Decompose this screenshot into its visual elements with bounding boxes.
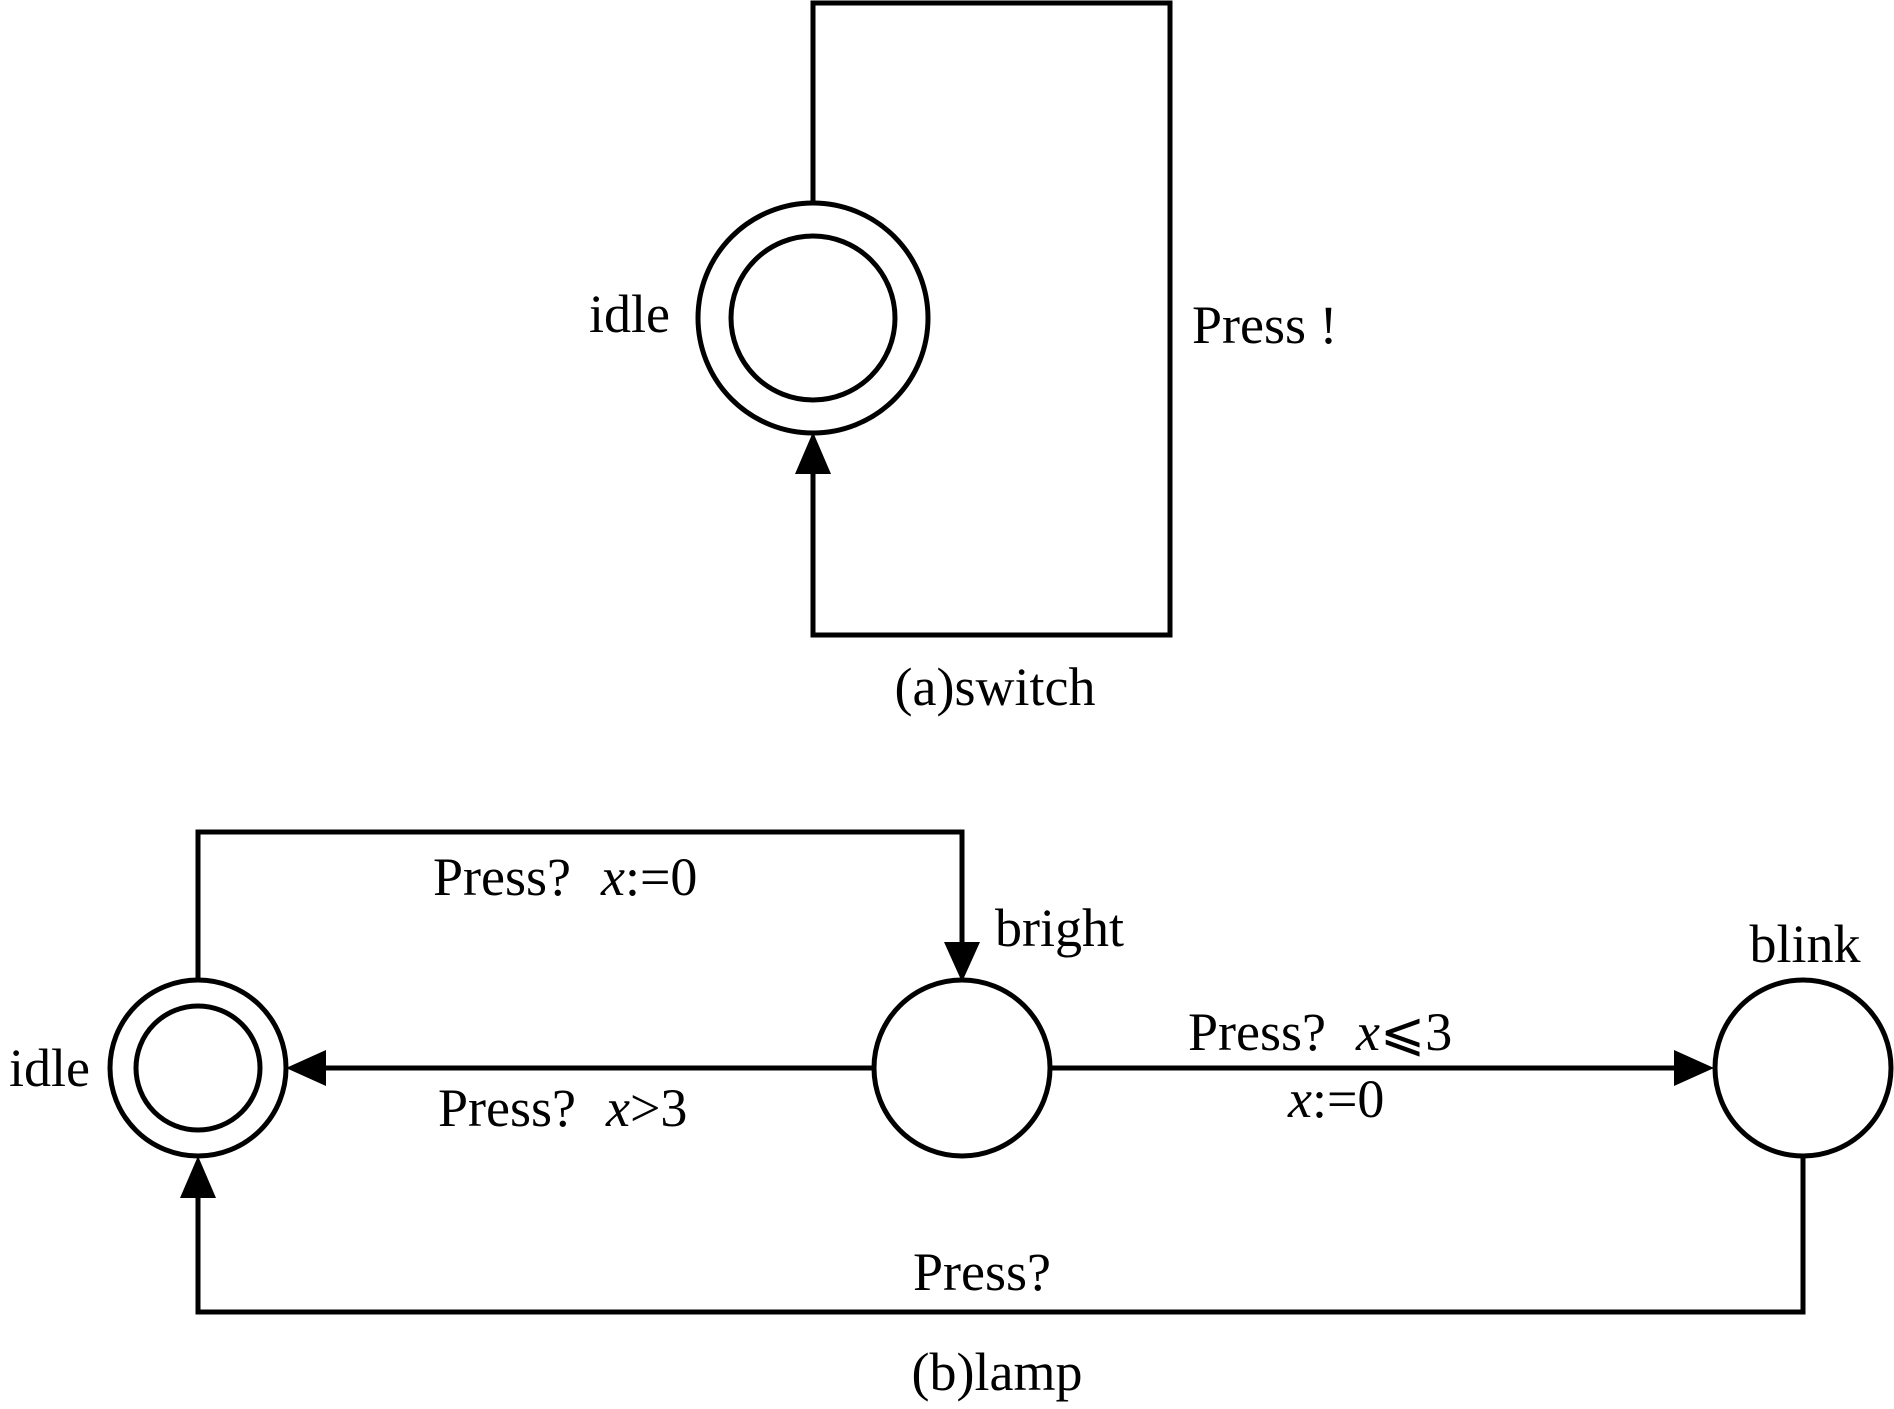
edge-bright-to-blink-update-var: x bbox=[1287, 1069, 1312, 1129]
switch-self-loop-arrowhead bbox=[795, 432, 831, 474]
edge-bright-to-idle-sync: Press? bbox=[438, 1078, 576, 1138]
edge-idle-to-bright-arrowhead bbox=[944, 942, 980, 982]
edge-bright-to-blink-update-rest: :=0 bbox=[1312, 1069, 1384, 1129]
edge-bright-to-idle-arrowhead bbox=[286, 1050, 326, 1086]
switch-caption: (a)switch bbox=[895, 657, 1096, 717]
edge-bright-to-idle-label: Press? x>3 bbox=[438, 1078, 687, 1138]
edge-blink-to-idle-arrowhead bbox=[180, 1156, 216, 1198]
edge-bright-to-idle-guard-rest: >3 bbox=[630, 1078, 687, 1138]
edge-idle-to-bright-update-rest: :=0 bbox=[625, 847, 697, 907]
lamp-idle-state-inner-ring bbox=[133, 1003, 263, 1133]
lamp-blink-state bbox=[1712, 977, 1894, 1159]
lamp-blink-state-label: blink bbox=[1749, 914, 1860, 974]
switch-idle-state-label: idle bbox=[589, 284, 670, 344]
edge-blink-to-idle bbox=[195, 1156, 1806, 1315]
edge-bright-to-blink-update-label: x:=0 bbox=[1287, 1069, 1384, 1129]
switch-automaton: idle Press ! (a)switch bbox=[589, 0, 1338, 717]
switch-idle-state-inner-ring bbox=[728, 233, 898, 403]
edge-idle-to-bright-label: Press? x:=0 bbox=[433, 847, 697, 907]
edge-idle-to-bright bbox=[195, 829, 965, 980]
lamp-bright-state-label: bright bbox=[995, 898, 1124, 958]
edge-bright-to-blink-guard-label: Press? x⩽3 bbox=[1188, 1002, 1452, 1062]
edge-bright-to-blink-sync: Press? bbox=[1188, 1002, 1326, 1062]
edge-bright-to-blink-guard-var: x bbox=[1355, 1002, 1380, 1062]
edge-bright-to-idle-guard-var: x bbox=[605, 1078, 630, 1138]
edge-bright-to-blink-arrowhead bbox=[1674, 1050, 1714, 1086]
edge-blink-to-idle-label: Press? bbox=[913, 1242, 1051, 1302]
lamp-bright-state bbox=[871, 977, 1053, 1159]
lamp-caption: (b)lamp bbox=[912, 1342, 1083, 1402]
edge-bright-to-blink-guard-rest: ⩽3 bbox=[1380, 1002, 1452, 1062]
lamp-idle-state-label: idle bbox=[9, 1038, 90, 1098]
lamp-automaton: idle bright blink Press?x:=0 Press?x>3 P… bbox=[9, 829, 1894, 1402]
edge-idle-to-bright-update-var: x bbox=[600, 847, 625, 907]
edge-idle-to-bright-sync: Press? bbox=[433, 847, 571, 907]
switch-edge-label: Press ! bbox=[1192, 295, 1338, 355]
switch-self-loop-edge bbox=[810, 0, 1173, 638]
